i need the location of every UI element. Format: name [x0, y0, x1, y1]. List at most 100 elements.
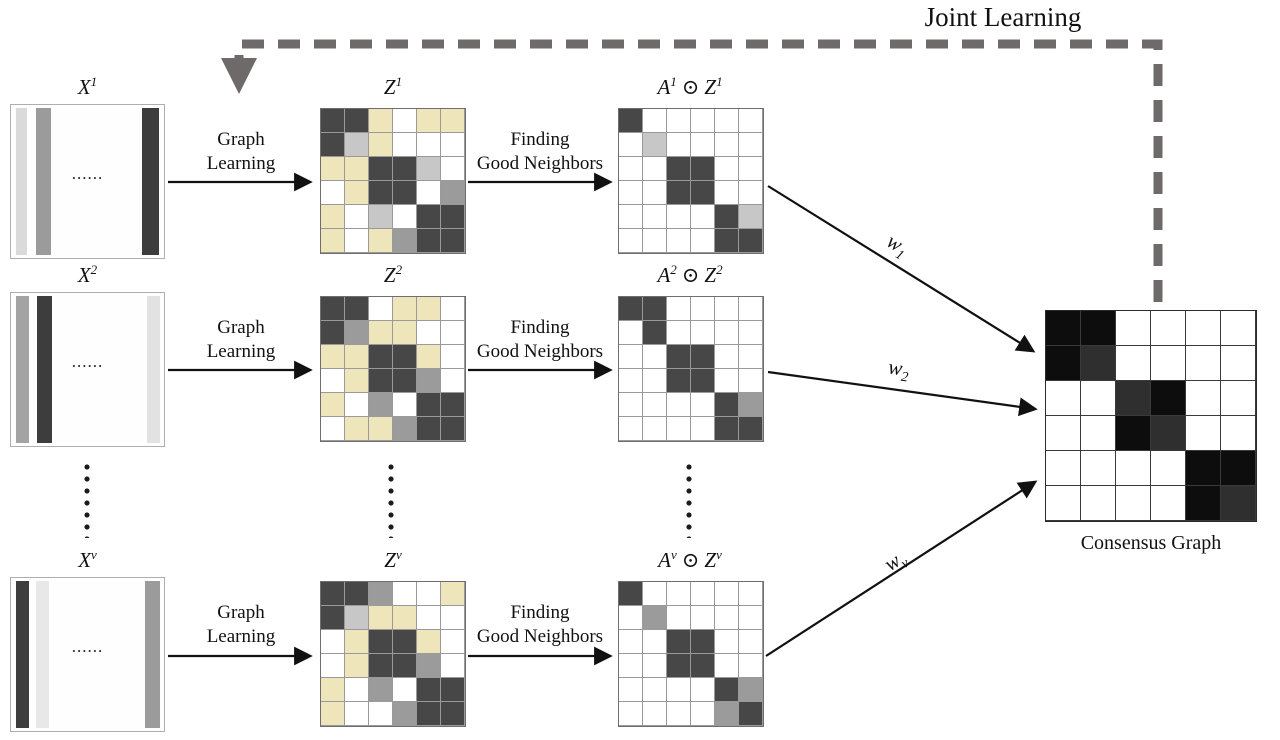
matrix-cell [393, 205, 417, 229]
matrix-cell [643, 606, 667, 630]
matrix-cell [417, 606, 441, 630]
matrix-cell [369, 205, 393, 229]
matrix-cell [417, 582, 441, 606]
matrix-cell [643, 369, 667, 393]
matrix-cell [619, 582, 643, 606]
z1-label: Z1 [320, 74, 466, 100]
matrix-cell [691, 630, 715, 654]
matrix-cell [739, 157, 763, 181]
matrix-cell [739, 654, 763, 678]
matrix-cell [619, 369, 643, 393]
zv-sup: v [395, 547, 402, 562]
matrix-cell [417, 109, 441, 133]
matrix-cell [393, 702, 417, 726]
matrix-cell [1081, 486, 1116, 521]
matrix-cell [619, 229, 643, 253]
hadamard-operator: ⊙ [681, 75, 700, 99]
xv-data-matrix: ...... [10, 577, 165, 732]
matrix-cell [321, 345, 345, 369]
finding-line2: Good Neighbors [476, 153, 604, 175]
x1-ellipsis-dots: ...... [71, 163, 104, 183]
matrix-cell [417, 702, 441, 726]
matrix-cell [417, 157, 441, 181]
matrix-cell [441, 702, 465, 726]
matrix-cell [393, 654, 417, 678]
matrix-cell [691, 393, 715, 417]
matrix-cell [1046, 486, 1081, 521]
x1-label: X1 [10, 74, 165, 100]
z2-matrix [320, 296, 466, 442]
zvb-base: Z [704, 548, 717, 572]
matrix-cell [1046, 311, 1081, 346]
xv-sup: v [91, 547, 97, 562]
graph-learning-line1: Graph [217, 129, 265, 150]
matrix-cell [369, 417, 393, 441]
zv-matrix [320, 581, 466, 727]
matrix-cell [393, 157, 417, 181]
matrix-cell [1186, 346, 1221, 381]
matrix-cell [369, 702, 393, 726]
matrix-cell [441, 417, 465, 441]
feature-column-bar [16, 581, 29, 728]
matrix-cell [1081, 346, 1116, 381]
matrix-cell [643, 109, 667, 133]
graph-learning-line1: Graph [217, 317, 265, 338]
matrix-cell [739, 297, 763, 321]
matrix-cell [321, 630, 345, 654]
x2-sup: 2 [90, 262, 98, 277]
matrix-cell [667, 321, 691, 345]
a1z1-label: A1⊙Z1 [600, 74, 780, 100]
matrix-cell [715, 229, 739, 253]
matrix-cell [619, 678, 643, 702]
matrix-cell [369, 393, 393, 417]
a2-sup: 2 [670, 262, 677, 277]
matrix-cell [643, 654, 667, 678]
consensus-graph-label: Consensus Graph [1080, 532, 1222, 554]
feature-column-bar [36, 581, 49, 728]
matrix-cell [321, 582, 345, 606]
matrix-cell [393, 321, 417, 345]
finding-line1: Finding [510, 129, 570, 150]
matrix-cell [393, 369, 417, 393]
xv-label: Xv [10, 547, 165, 573]
matrix-cell [643, 229, 667, 253]
weight-label-v: wv [880, 545, 913, 580]
matrix-cell [1221, 451, 1256, 486]
matrix-cell [321, 181, 345, 205]
matrix-cell [321, 133, 345, 157]
matrix-cell [1221, 311, 1256, 346]
matrix-cell [715, 109, 739, 133]
matrix-cell [369, 654, 393, 678]
matrix-cell [619, 345, 643, 369]
joint-learning-arrowhead-icon [221, 58, 257, 94]
x1-base: X [77, 75, 91, 99]
matrix-cell [345, 582, 369, 606]
matrix-cell [369, 157, 393, 181]
zvb-sup: v [716, 547, 722, 562]
matrix-cell [441, 181, 465, 205]
matrix-cell [441, 229, 465, 253]
matrix-cell [1186, 451, 1221, 486]
matrix-cell [321, 654, 345, 678]
matrix-cell [715, 393, 739, 417]
matrix-cell [643, 205, 667, 229]
finding-line2: Good Neighbors [476, 341, 604, 363]
matrix-cell [643, 393, 667, 417]
graph-learning-line2: Learning [206, 153, 276, 175]
matrix-cell [345, 678, 369, 702]
matrix-cell [1046, 346, 1081, 381]
matrix-cell [691, 157, 715, 181]
matrix-cell [369, 181, 393, 205]
matrix-cell [715, 582, 739, 606]
matrix-cell [345, 702, 369, 726]
matrix-cell [739, 606, 763, 630]
matrix-cell [345, 654, 369, 678]
matrix-cell [715, 702, 739, 726]
matrix-cell [739, 417, 763, 441]
matrix-cell [321, 417, 345, 441]
matrix-cell [417, 181, 441, 205]
matrix-cell [369, 630, 393, 654]
matrix-cell [691, 229, 715, 253]
feature-column-bar [142, 108, 159, 255]
